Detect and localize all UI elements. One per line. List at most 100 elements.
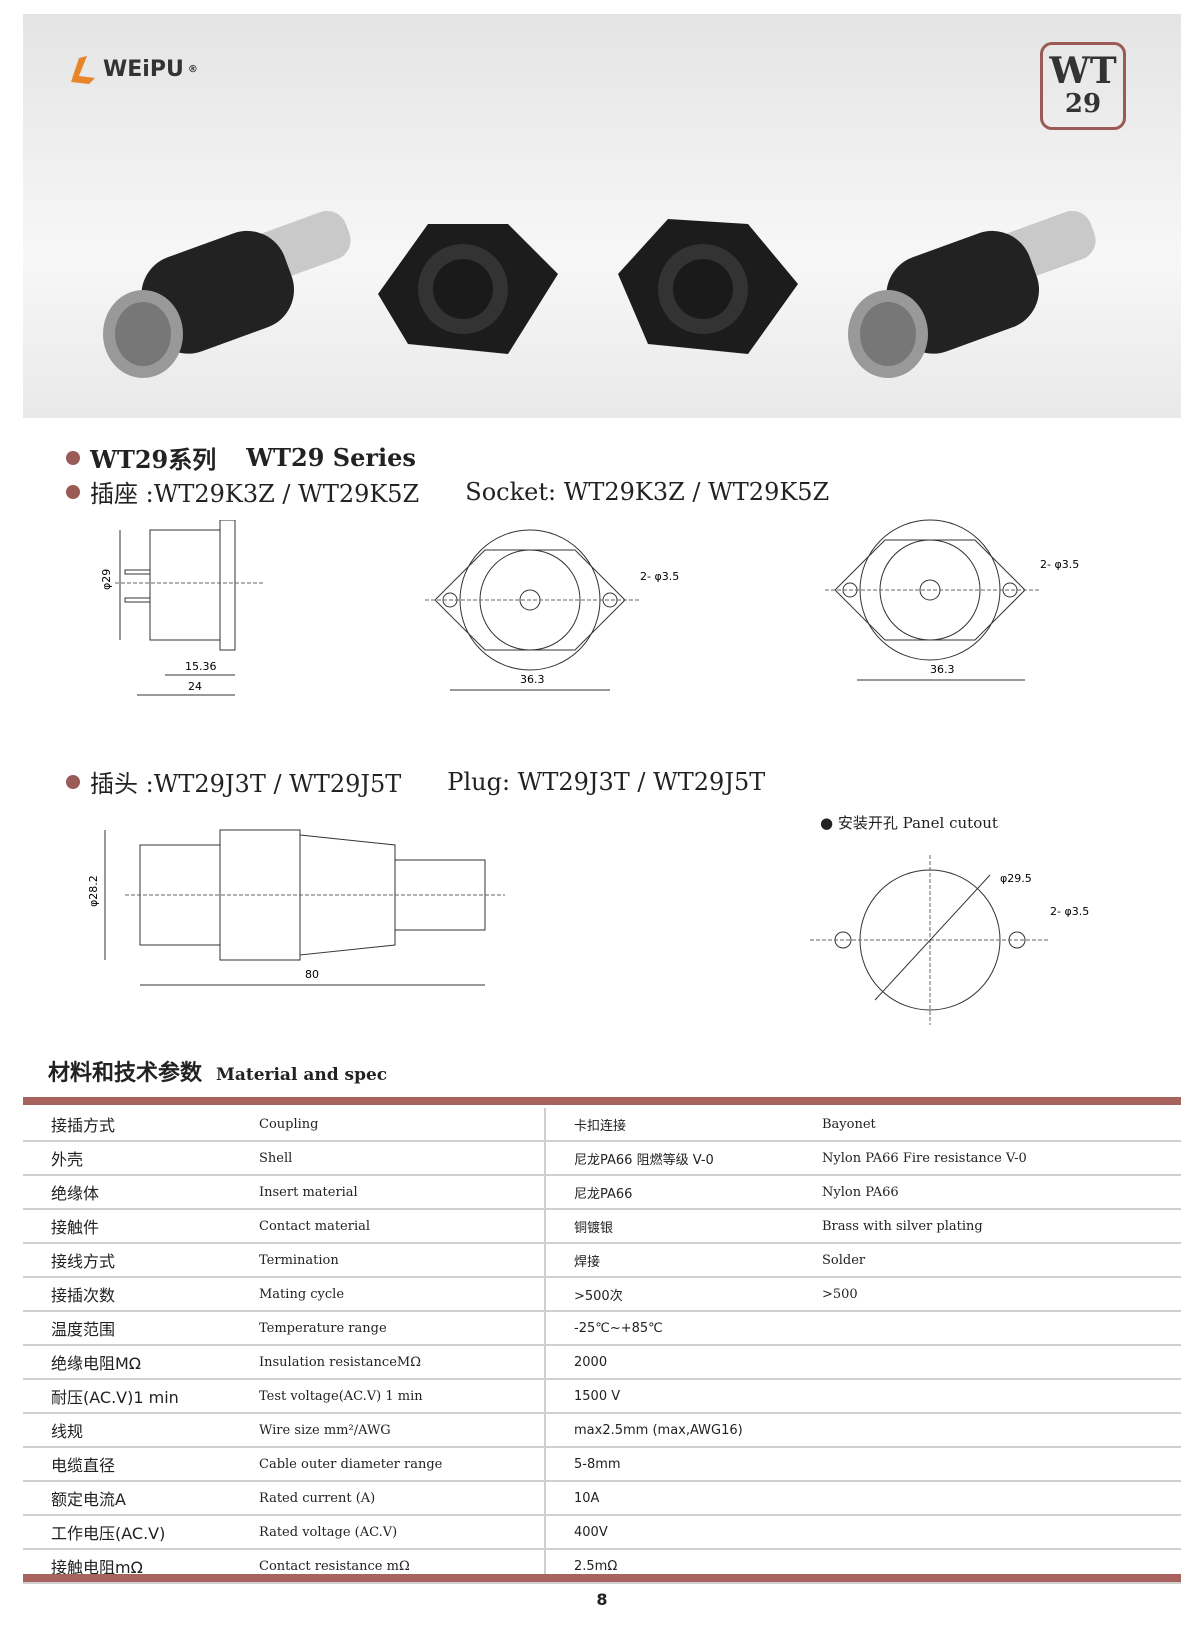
- dim-diameter: φ28.2: [87, 875, 100, 907]
- cell-en: Insert material: [231, 1175, 545, 1210]
- spec-title-cn: 材料和技术参数: [48, 1061, 203, 1086]
- dim-24: 24: [188, 680, 202, 693]
- cell-v-en: Solder: [794, 1243, 1181, 1278]
- dim-15-36: 15.36: [185, 660, 217, 673]
- cell-v-en: Bayonet: [794, 1108, 1181, 1142]
- weipu-flame-icon: [71, 56, 95, 84]
- panel-cutout-drawing: φ29.5 2- φ3.5: [810, 855, 1089, 1025]
- cell-cn: 绝缘体: [23, 1175, 231, 1210]
- series-en: WT29 Series: [246, 443, 416, 472]
- socket-photo-5pin: [378, 224, 558, 354]
- table-row: 工作电压(AC.V)Rated voltage (AC.V)400V: [23, 1515, 1181, 1550]
- brand-name: WEiPU: [103, 56, 184, 82]
- badge-line1: WT: [1049, 50, 1117, 92]
- cell-v: -25℃~+85℃: [544, 1311, 1181, 1346]
- cell-v-en: Nylon PA66: [794, 1175, 1181, 1210]
- cell-en: Wire size mm²/AWG: [231, 1413, 545, 1448]
- cutout-en: Panel cutout: [902, 814, 998, 832]
- cell-v-cn: 尼龙PA66: [544, 1175, 794, 1210]
- weipu-logo: WEiPU®: [65, 52, 198, 86]
- cell-en: Temperature range: [231, 1311, 545, 1346]
- cell-v: 2000: [544, 1345, 1181, 1380]
- product-banner: WEiPU® WT 29: [23, 14, 1181, 418]
- dim-hole: 2- φ3.5: [1050, 905, 1089, 918]
- dim-width: 36.3: [520, 673, 545, 686]
- series-cn: WT29系列: [90, 445, 217, 474]
- cell-en: Mating cycle: [231, 1277, 545, 1312]
- series-heading: WT29系列 WT29 Series: [66, 440, 416, 475]
- plug-heading: 插头 :WT29J3T / WT29J5T Plug: WT29J3T / WT2…: [66, 764, 765, 799]
- cell-v-cn: >500次: [544, 1277, 794, 1312]
- bullet-icon: [66, 484, 80, 499]
- registered-mark: ®: [187, 63, 198, 75]
- cell-en: Termination: [231, 1243, 545, 1278]
- cell-cn: 绝缘电阻MΩ: [23, 1345, 231, 1380]
- cell-cn: 接插方式: [23, 1108, 231, 1142]
- table-bottom-rule: [23, 1574, 1181, 1582]
- cell-v-en: Nylon PA66 Fire resistance V-0: [794, 1141, 1181, 1176]
- cell-v-cn: 焊接: [544, 1243, 794, 1278]
- cell-v: 1500 V: [544, 1379, 1181, 1414]
- cell-en: Contact material: [231, 1209, 545, 1244]
- dim-diameter: φ29: [100, 569, 113, 590]
- badge-line2: 29: [1064, 89, 1102, 119]
- table-top-rule: [23, 1097, 1181, 1105]
- plug-side-drawing: φ28.2 80: [87, 829, 505, 986]
- bullet-icon: [66, 774, 80, 789]
- plug-en: Plug: WT29J3T / WT29J5T: [447, 767, 766, 796]
- cell-v-cn: 卡扣连接: [544, 1108, 794, 1142]
- cell-en: Rated current (A): [231, 1481, 545, 1516]
- cell-cn: 耐压(AC.V)1 min: [23, 1379, 231, 1414]
- cell-cn: 接线方式: [23, 1243, 231, 1278]
- cell-en: Cable outer diameter range: [231, 1447, 545, 1482]
- cell-en: Shell: [231, 1141, 545, 1176]
- cutout-cn: 安装开孔: [837, 814, 898, 832]
- spec-title-en: Material and spec: [216, 1065, 388, 1085]
- bullet-icon: [66, 450, 80, 465]
- cutout-heading: ● 安装开孔 Panel cutout: [820, 814, 998, 832]
- socket-3pin-front-drawing: 2- φ3.5 36.3: [425, 529, 679, 691]
- page-number: 8: [596, 1590, 608, 1609]
- spec-title: 材料和技术参数 Material and spec: [48, 1055, 387, 1087]
- plug-cn: 插头 :WT29J3T / WT29J5T: [90, 770, 402, 798]
- cell-cn: 线规: [23, 1413, 231, 1448]
- cell-v-cn: 尼龙PA66 阻燃等级 V-0: [544, 1141, 794, 1176]
- socket-photo-3pin: [618, 219, 798, 354]
- dim-width: 36.3: [930, 663, 955, 676]
- series-badge: WT 29: [1040, 42, 1126, 130]
- cell-cn: 工作电压(AC.V): [23, 1515, 231, 1550]
- socket-5pin-front-drawing: 2- φ3.5 36.3: [825, 519, 1079, 681]
- socket-side-drawing: φ29 15.36 24: [100, 520, 265, 696]
- plug-photo-2: [848, 210, 1096, 378]
- cell-v-en: >500: [794, 1277, 1181, 1312]
- cell-cn: 接插次数: [23, 1277, 231, 1312]
- plug-photo-1: [103, 210, 351, 378]
- cell-v: 10A: [544, 1481, 1181, 1516]
- cell-en: Rated voltage (AC.V): [231, 1515, 545, 1550]
- socket-heading: 插座 :WT29K3Z / WT29K5Z Socket: WT29K3Z / W…: [66, 474, 829, 509]
- socket-en: Socket: WT29K3Z / WT29K5Z: [465, 477, 830, 506]
- cell-v: max2.5mm (max,AWG16): [544, 1413, 1181, 1448]
- cell-v: 5-8mm: [544, 1447, 1181, 1482]
- cell-cn: 额定电流A: [23, 1481, 231, 1516]
- socket-cn: 插座 :WT29K3Z / WT29K5Z: [90, 480, 420, 508]
- cell-en: Test voltage(AC.V) 1 min: [231, 1379, 545, 1414]
- cell-cn: 外壳: [23, 1141, 231, 1176]
- cell-cn: 温度范围: [23, 1311, 231, 1346]
- dim-hole: 2- φ3.5: [1040, 558, 1079, 571]
- cell-en: Coupling: [231, 1108, 545, 1142]
